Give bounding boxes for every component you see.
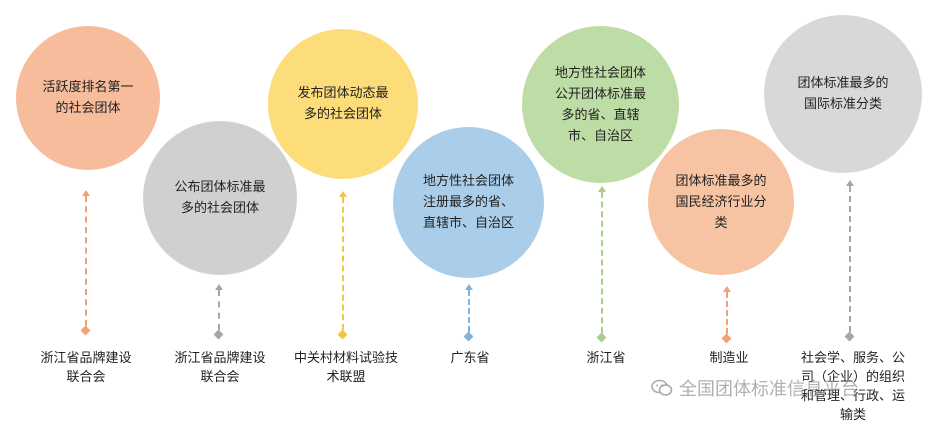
circle-4-text: 地方性社会团体 注册最多的省、 直辖市、自治区 xyxy=(422,174,514,231)
answer-7: 社会学、服务、公 司（企业）的组织 和管理、行政、运 输类 xyxy=(800,351,905,423)
diamond-icon xyxy=(337,329,348,340)
answer-3: 中关村材料试验技 术联盟 xyxy=(293,351,398,385)
diamond-icon xyxy=(213,329,224,340)
circle-7: 团体标准最多的 国际标准分类 xyxy=(764,15,922,173)
arrow-up-icon xyxy=(465,284,473,290)
arrow-up-icon xyxy=(846,180,854,186)
circle-5: 地方性社会团体 公开团体标准最 多的省、直辖 市、自治区 xyxy=(522,26,679,183)
connector-7-line xyxy=(849,186,853,332)
watermark: 全国团体标准信息平台 xyxy=(651,375,859,401)
watermark-text: 全国团体标准信息平台 xyxy=(679,379,859,400)
arrow-up-icon xyxy=(215,284,223,290)
circle-3-text: 发布团体动态最 多的社会团体 xyxy=(297,86,389,122)
circle-5-text: 地方性社会团体 公开团体标准最 多的省、直辖 市、自治区 xyxy=(554,65,646,144)
connector-1-line xyxy=(85,196,89,326)
diamond-icon xyxy=(721,333,732,344)
circle-4: 地方性社会团体 注册最多的省、 直辖市、自治区 xyxy=(393,127,544,278)
answer-1: 浙江省品牌建设 联合会 xyxy=(40,351,132,385)
circle-1: 活跃度排名第一 的社会团体 xyxy=(16,26,160,170)
answer-5: 浙江省 xyxy=(586,351,626,366)
diamond-icon xyxy=(596,332,607,343)
connector-6-line xyxy=(726,292,730,334)
connector-3-line xyxy=(342,197,346,330)
diamond-icon xyxy=(80,325,91,336)
arrow-up-icon xyxy=(339,191,347,197)
arrow-up-icon xyxy=(82,190,90,196)
arrow-up-icon xyxy=(723,286,731,292)
circle-2-text: 公布团体标准最 多的社会团体 xyxy=(174,180,266,216)
circle-3: 发布团体动态最 多的社会团体 xyxy=(268,29,418,179)
arrow-up-icon xyxy=(598,186,606,192)
circle-2: 公布团体标准最 多的社会团体 xyxy=(143,121,297,275)
connector-4-line xyxy=(468,290,472,332)
answer-6: 制造业 xyxy=(709,351,749,366)
circle-6-text: 团体标准最多的 国民经济行业分 类 xyxy=(675,173,767,231)
wechat-icon xyxy=(651,379,673,396)
diamond-icon xyxy=(844,331,855,342)
circle-7-text: 团体标准最多的 国际标准分类 xyxy=(797,76,889,112)
circle-1-text: 活跃度排名第一 的社会团体 xyxy=(42,80,134,116)
diamond-icon xyxy=(463,331,474,342)
connector-2-line xyxy=(218,290,222,330)
circle-6: 团体标准最多的 国民经济行业分 类 xyxy=(648,129,794,275)
connector-5-line xyxy=(601,192,605,333)
answer-4: 广东省 xyxy=(450,351,490,366)
answer-2: 浙江省品牌建设 联合会 xyxy=(174,351,266,385)
